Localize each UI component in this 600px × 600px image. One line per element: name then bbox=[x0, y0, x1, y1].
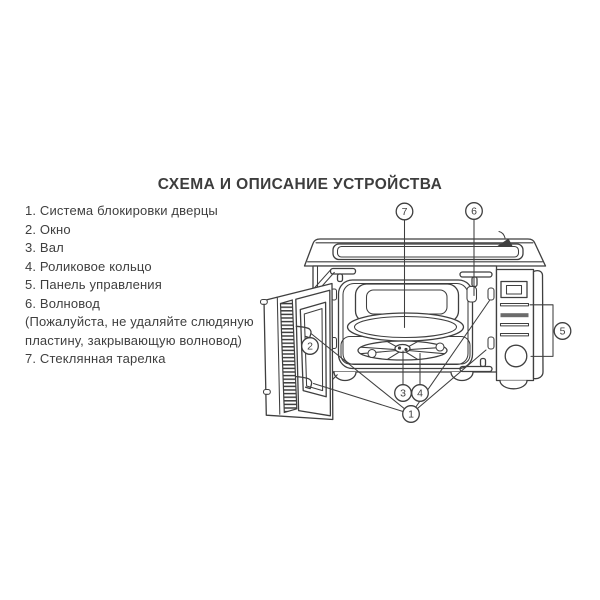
foot-left bbox=[333, 371, 357, 382]
parts-list-line: 6. Волновод bbox=[25, 295, 101, 311]
oven-cavity bbox=[337, 279, 478, 370]
door-latch-hook-top bbox=[295, 325, 312, 339]
panel-slat bbox=[499, 322, 530, 327]
latch-keeper-top-left-peg bbox=[336, 273, 344, 283]
door-window bbox=[299, 301, 327, 398]
roller-wheel-right bbox=[435, 342, 445, 352]
leader-1-door-top bbox=[310, 332, 412, 415]
svg-text:7: 7 bbox=[402, 206, 408, 218]
oven-door bbox=[259, 268, 338, 421]
page-title: СХЕМА И ОПИСАНИЕ УСТРОЙСТВА bbox=[157, 176, 443, 193]
control-dial bbox=[504, 344, 528, 368]
control-panel bbox=[495, 268, 544, 390]
door-window-frame bbox=[295, 289, 332, 417]
svg-text:1: 1 bbox=[408, 409, 414, 421]
latch-hole-right-upper bbox=[487, 287, 495, 301]
callouts: 7 6 2 5 3 4 1 bbox=[301, 202, 572, 423]
shaft-hub-dot bbox=[404, 347, 408, 352]
svg-text:5: 5 bbox=[560, 326, 566, 338]
parts-list-line: 5. Панель управления bbox=[25, 277, 162, 292]
door-latch-hook-bottom bbox=[295, 375, 313, 390]
latch-hole-right-lower bbox=[487, 336, 495, 350]
microwave-body bbox=[259, 230, 547, 421]
latch-keeper-top-right bbox=[459, 271, 493, 278]
callout-6: 6 bbox=[465, 202, 483, 220]
leader-1-door-bottom bbox=[312, 382, 412, 415]
leader-1-frame-bottom bbox=[410, 349, 487, 415]
display-window-inner bbox=[505, 284, 523, 295]
door-window-inner bbox=[303, 308, 324, 392]
panel-foot bbox=[499, 379, 528, 390]
leader-5-bracket bbox=[529, 304, 554, 357]
parts-list-line: 3. Вал bbox=[25, 240, 64, 255]
svg-text:4: 4 bbox=[417, 388, 423, 400]
callout-4: 4 bbox=[411, 384, 429, 402]
glass-tray-rim bbox=[353, 315, 458, 339]
parts-list: 1. Система блокировки дверцы 2. Окно 3. … bbox=[25, 202, 254, 369]
callout-3: 3 bbox=[394, 384, 412, 402]
callout-5: 5 bbox=[553, 322, 572, 340]
parts-list-line: 2. Окно bbox=[25, 221, 71, 237]
panel-slat bbox=[500, 313, 529, 318]
door-edge-strip bbox=[276, 296, 281, 415]
control-panel-face bbox=[495, 268, 535, 382]
svg-text:3: 3 bbox=[400, 388, 406, 400]
parts-list-line: (Пожалуйста, не удаляйте слюдяную bbox=[25, 314, 254, 329]
svg-text:2: 2 bbox=[307, 341, 313, 353]
roller-wheel-left bbox=[367, 348, 377, 359]
waveguide-cover bbox=[466, 285, 478, 303]
svg-text:6: 6 bbox=[471, 206, 477, 218]
body-side-band bbox=[532, 269, 544, 380]
foot-right bbox=[450, 371, 474, 382]
panel-slat bbox=[499, 302, 530, 307]
top-arrow-marker-icon bbox=[496, 238, 513, 247]
parts-list-line: 1. Система блокировки дверцы bbox=[25, 203, 218, 218]
door-vent-grille bbox=[279, 299, 298, 414]
top-vent-recess-inner bbox=[336, 245, 520, 258]
callout-7: 7 bbox=[395, 202, 414, 221]
top-vent-recess bbox=[332, 243, 524, 261]
panel-slat bbox=[499, 332, 530, 337]
display-window bbox=[500, 280, 528, 299]
parts-list-line: 7. Стеклянная тарелка bbox=[25, 351, 166, 366]
shaft-hub-dot bbox=[397, 346, 402, 350]
door-edge-nub-bottom bbox=[262, 388, 271, 395]
latch-keeper-bottom-right-peg bbox=[479, 357, 487, 368]
callout-2: 2 bbox=[301, 337, 319, 355]
latch-keeper-top-left bbox=[329, 267, 357, 275]
roller-ring bbox=[357, 340, 448, 361]
parts-list-line: 4. Роликовое кольцо bbox=[25, 258, 152, 274]
parts-list-line: пластину, закрывающую волновод) bbox=[25, 332, 243, 348]
top-marker-hook bbox=[498, 230, 506, 239]
door-edge-nub-top bbox=[259, 298, 268, 305]
callout-1: 1 bbox=[402, 405, 420, 423]
glass-tray bbox=[346, 312, 465, 342]
